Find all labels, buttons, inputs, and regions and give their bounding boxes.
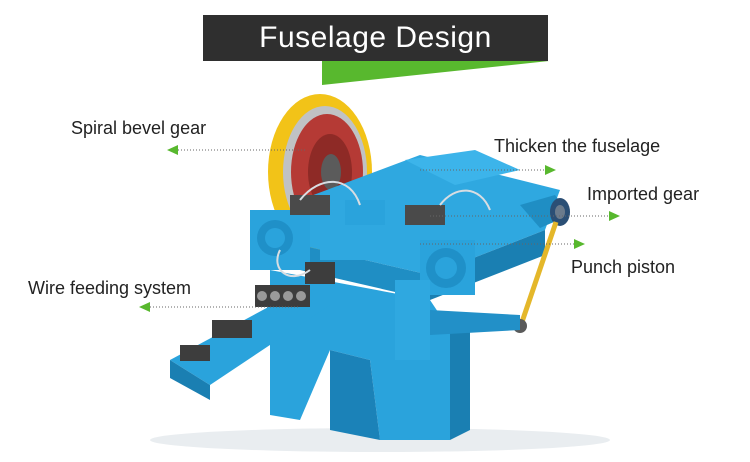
title-accent-stripe: [322, 61, 549, 85]
label-spiral-bevel-gear: Spiral bevel gear: [71, 118, 207, 138]
label-imported-gear: Imported gear: [587, 184, 700, 204]
title-banner: Fuselage Design: [203, 15, 548, 61]
label-wire-feeding-system: Wire feeding system: [28, 278, 192, 298]
imported-gear: [520, 195, 570, 228]
wire-feeding-system: [170, 262, 335, 400]
label-punch-piston: Punch piston: [571, 257, 676, 277]
label-thicken-fuselage: Thicken the fuselage: [494, 136, 661, 156]
page-title: Fuselage Design: [259, 21, 492, 54]
upper-fittings: [276, 180, 491, 277]
